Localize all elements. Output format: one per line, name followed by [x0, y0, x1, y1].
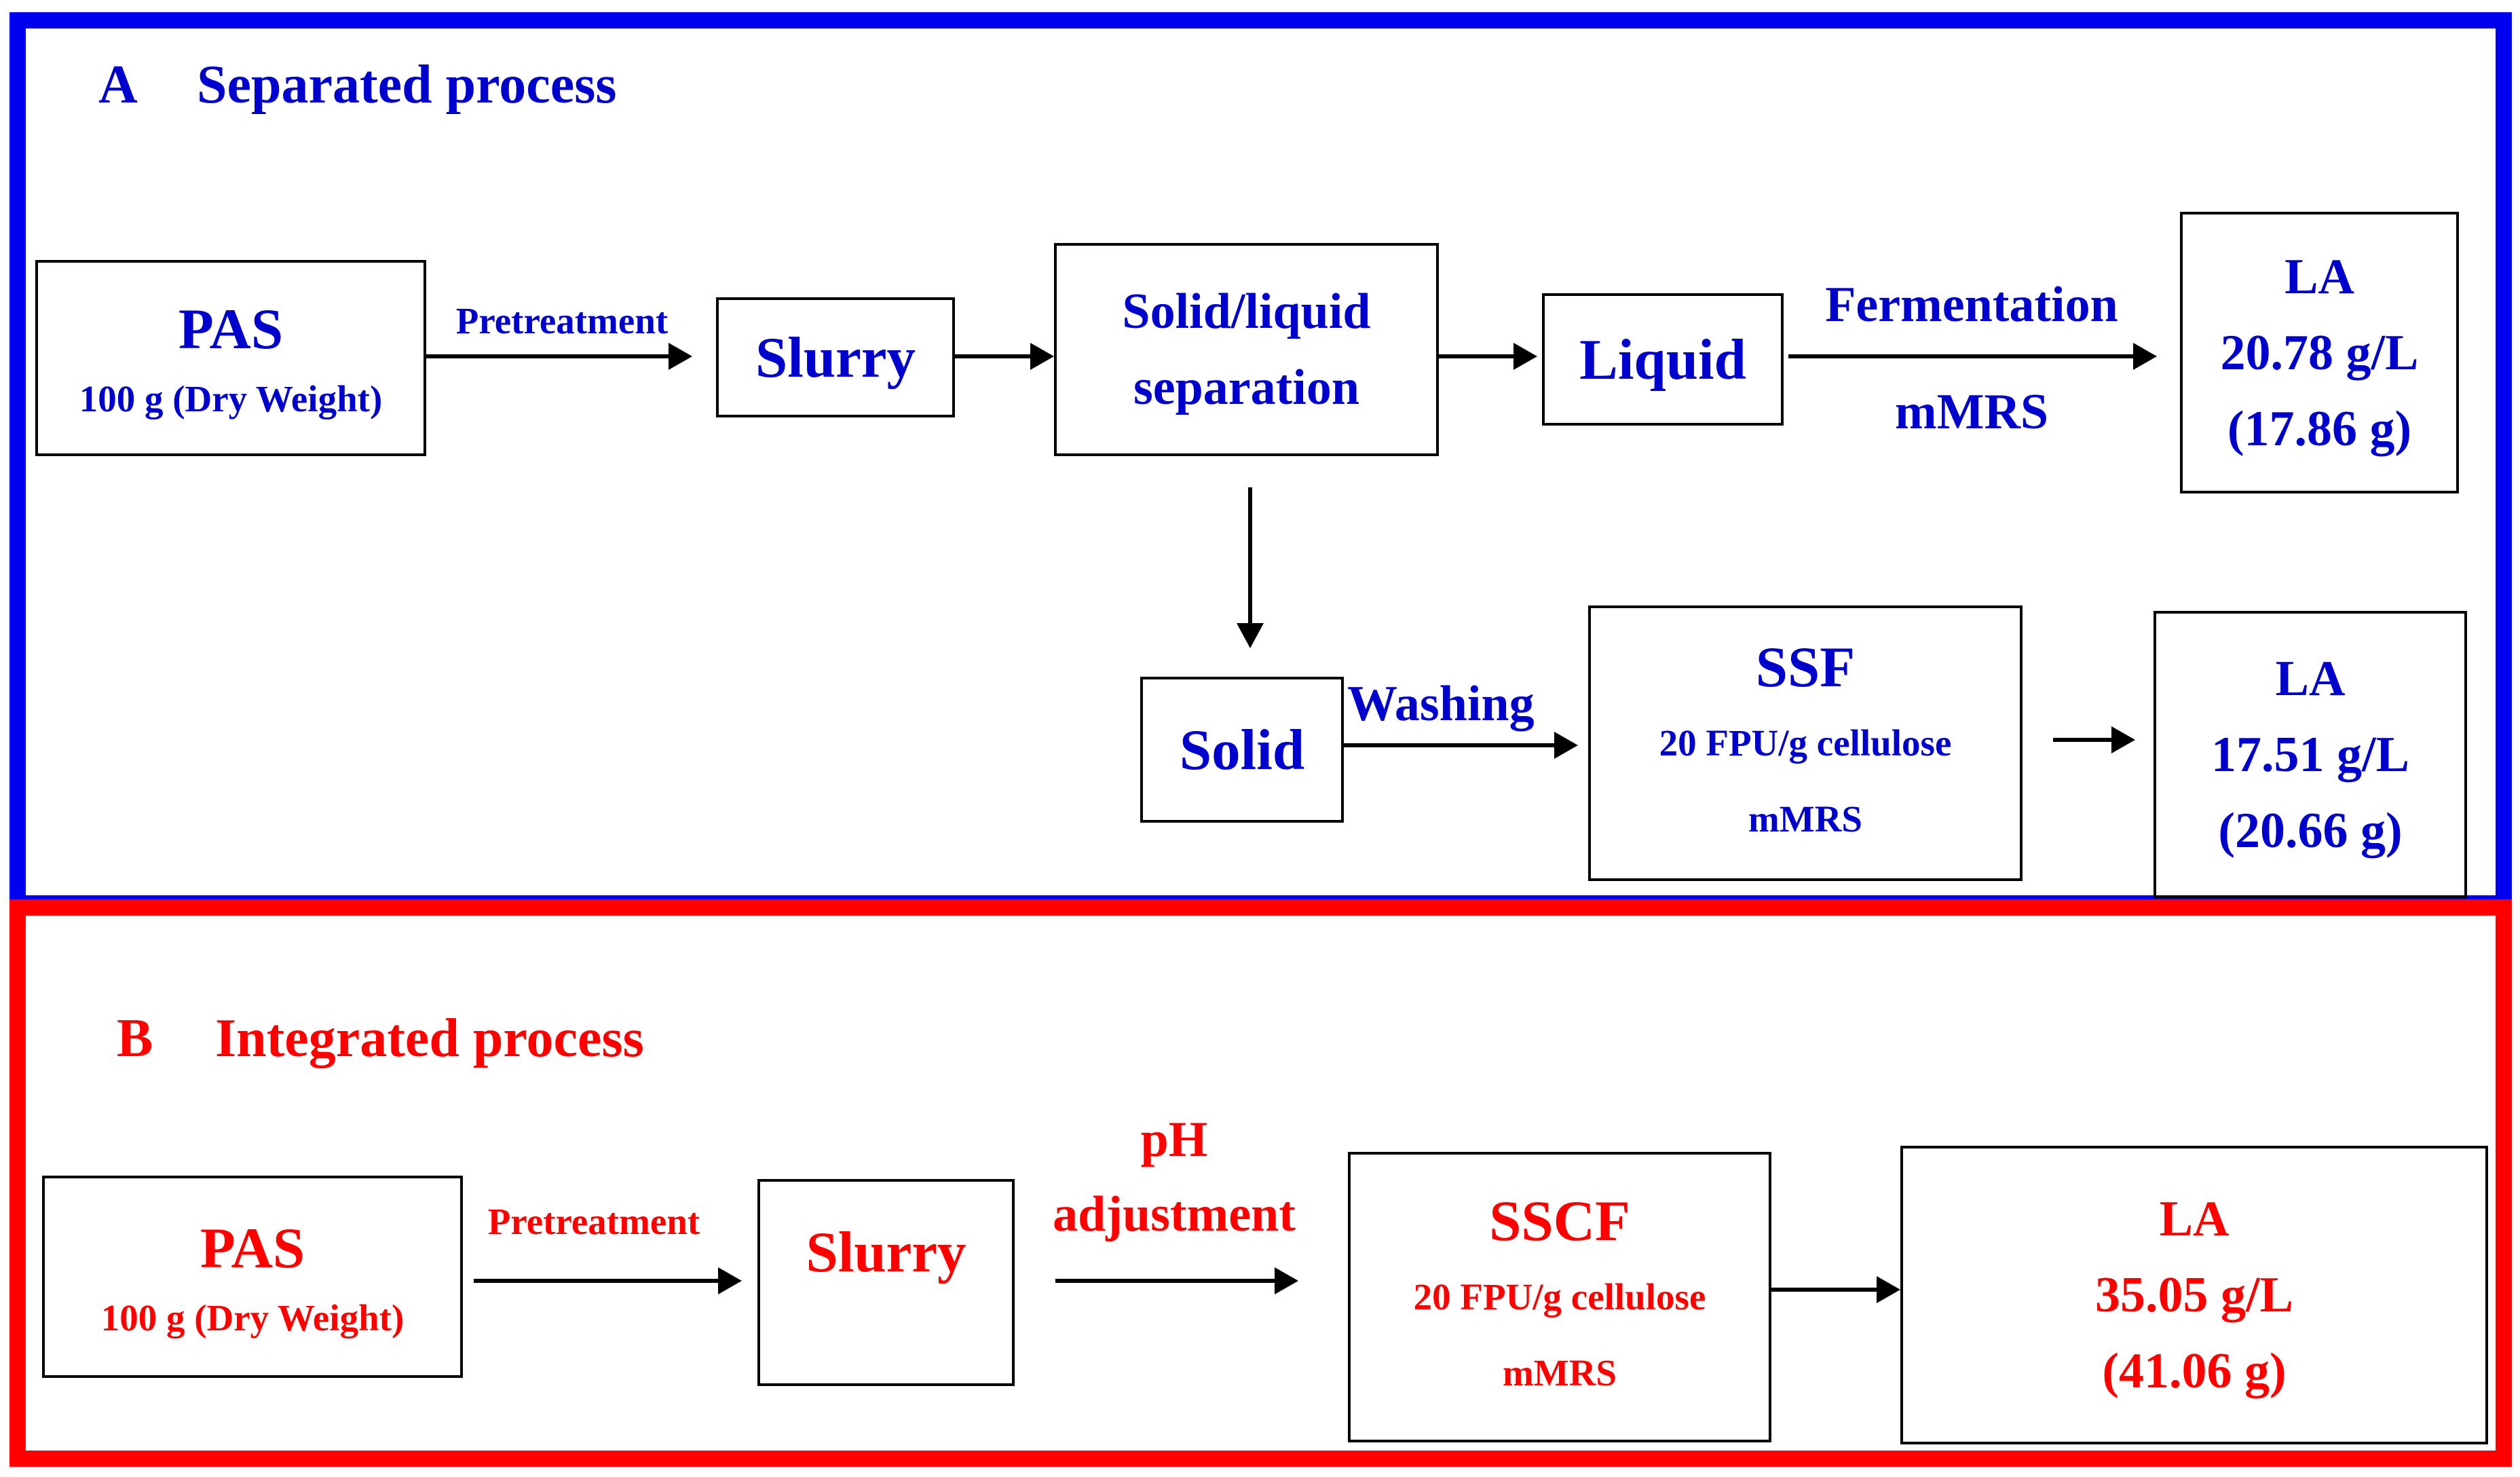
ssf-box: SSF 20 FPU/g cellulose mMRS [1588, 605, 2023, 881]
la-liquid-title: LA [2284, 248, 2354, 305]
sscf-box-enzyme: 20 FPU/g cellulose [1413, 1276, 1706, 1317]
arrowhead-liquid-to-la [2133, 343, 2157, 370]
integrated-process-frame [10, 899, 2512, 1467]
pas-box-a: PAS 100 g (Dry Weight) [35, 260, 426, 456]
liquid-box-title: Liquid [1579, 327, 1746, 392]
washing-label: Washing [1347, 676, 1535, 732]
pas-box-a-subtitle: 100 g (Dry Weight) [79, 378, 383, 419]
arrowhead-slurry-to-sscf [1275, 1267, 1298, 1294]
pretreatment-label-a: Pretreatment [455, 300, 669, 341]
separation-line-1: Solid/liquid [1122, 284, 1371, 339]
la-integrated-result-box: LA 35.05 g/L (41.06 g) [1900, 1146, 2488, 1444]
section-b-title-text: Integrated process [215, 1009, 644, 1068]
arrowhead-slurry-to-separation [1030, 343, 1054, 370]
la-liquid-result-box: LA 20.78 g/L (17.86 g) [2180, 212, 2459, 493]
arrowhead-pas-to-slurry-a [669, 343, 692, 370]
solid-box: Solid [1140, 677, 1344, 823]
section-a-title: A Separated process [98, 58, 616, 112]
fermentation-label: Fermentation [1825, 277, 2118, 333]
ph-label-line-1: pH [1140, 1112, 1208, 1167]
arrowhead-sscf-to-la [1877, 1276, 1900, 1303]
section-a-title-text: Separated process [197, 55, 617, 115]
sscf-box: SSCF 20 FPU/g cellulose mMRS [1348, 1152, 1771, 1442]
la-solid-concentration: 17.51 g/L [2211, 726, 2409, 783]
section-b-title: B Integrated process [117, 1011, 644, 1066]
arrowhead-solid-to-ssf [1554, 732, 1578, 759]
ph-label-line-2: adjustment [1053, 1186, 1296, 1242]
section-a-letter: A [98, 55, 138, 115]
section-b-letter: B [117, 1009, 153, 1068]
solid-liquid-separation-box: Solid/liquid separation [1054, 243, 1439, 456]
ssf-box-enzyme: 20 FPU/g cellulose [1659, 722, 1952, 764]
arrowhead-pas-to-slurry-b [718, 1267, 742, 1294]
ssf-box-medium: mMRS [1748, 798, 1863, 840]
arrowhead-ssf-to-la [2111, 726, 2135, 753]
pas-box-b-title: PAS [200, 1216, 305, 1280]
sscf-box-medium: mMRS [1502, 1352, 1617, 1394]
la-solid-amount: (20.66 g) [2218, 802, 2403, 859]
slurry-box-b-title: Slurry [806, 1220, 966, 1284]
ssf-box-title: SSF [1755, 635, 1856, 699]
la-solid-title: LA [2275, 650, 2346, 707]
slurry-box-a-title: Slurry [755, 325, 916, 390]
la-liquid-concentration: 20.78 g/L [2220, 324, 2419, 381]
fermentation-medium-label: mMRS [1894, 384, 2049, 440]
arrowhead-separation-to-liquid [1513, 343, 1537, 370]
pas-box-a-title: PAS [178, 297, 284, 361]
separation-line-2: separation [1133, 360, 1359, 415]
la-integrated-title: LA [2159, 1191, 2230, 1247]
liquid-box: Liquid [1542, 293, 1784, 426]
slurry-box-a: Slurry [716, 297, 955, 417]
slurry-box-b: Slurry [757, 1179, 1015, 1386]
la-integrated-concentration: 35.05 g/L [2095, 1267, 2293, 1323]
arrowhead-separation-to-solid [1237, 623, 1264, 648]
pretreatment-label-b: Pretreatment [487, 1201, 700, 1242]
pas-box-b-subtitle: 100 g (Dry Weight) [100, 1296, 405, 1339]
pas-box-b: PAS 100 g (Dry Weight) [42, 1176, 463, 1378]
solid-box-title: Solid [1179, 717, 1305, 782]
la-integrated-amount: (41.06 g) [2102, 1343, 2287, 1399]
la-liquid-amount: (17.86 g) [2227, 400, 2412, 457]
la-solid-result-box: LA 17.51 g/L (20.66 g) [2154, 611, 2467, 898]
sscf-box-title: SSCF [1489, 1189, 1630, 1253]
